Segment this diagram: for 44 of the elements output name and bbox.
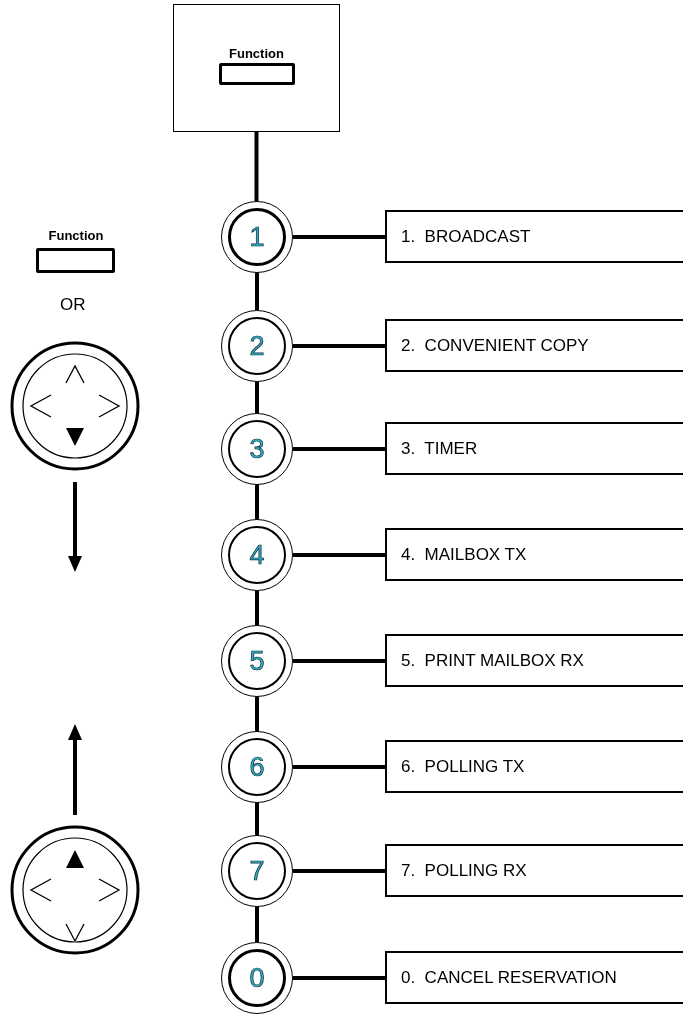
menu-item-box (385, 740, 683, 793)
connector-line (255, 273, 259, 310)
connector-line (293, 869, 385, 873)
menu-item-label: 4. MAILBOX TX (401, 544, 527, 565)
key-number: 1 (249, 222, 265, 252)
menu-item-box (385, 422, 683, 475)
connector-line (255, 697, 259, 731)
connector-line (293, 235, 385, 239)
key-number: 3 (249, 434, 265, 464)
connector-line (293, 659, 385, 663)
connector-line (293, 553, 385, 557)
menu-item-label: 6. POLLING TX (401, 756, 525, 777)
function-key-panel (173, 4, 340, 132)
key-number: 7 (249, 856, 265, 886)
connector-line (293, 344, 385, 348)
menu-item-box (385, 951, 683, 1004)
key-number: 0 (249, 963, 265, 993)
menu-item-box (385, 844, 683, 897)
key-number: 4 (249, 540, 265, 570)
key-number: 2 (249, 331, 265, 361)
menu-item-label: 1. BROADCAST (401, 226, 531, 247)
menu-item-box (385, 634, 683, 687)
key-number: 6 (249, 752, 265, 782)
connector-line (255, 907, 259, 942)
connector-line (293, 976, 385, 980)
menu-item-box (385, 319, 683, 372)
menu-item-label: 3. TIMER (401, 438, 478, 459)
connector-line (255, 591, 259, 625)
connector-line (293, 447, 385, 451)
connector-line (255, 803, 259, 835)
connector-line (293, 765, 385, 769)
menu-item-label: 5. PRINT MAILBOX RX (401, 650, 584, 671)
menu-item-label: 2. CONVENIENT COPY (401, 335, 589, 356)
connector-line (255, 382, 259, 413)
connector-line (254, 132, 259, 201)
key-label: Function (47, 228, 105, 243)
menu-item-box (385, 528, 683, 581)
menu-item-label: 0. CANCEL RESERVATION (401, 967, 617, 988)
connector-line (255, 485, 259, 519)
menu-item-label: 7. POLLING RX (401, 860, 527, 881)
key-number: 5 (249, 646, 265, 676)
menu-item-box (385, 210, 683, 263)
or-label: OR (60, 295, 86, 315)
key-label: Function (229, 46, 284, 61)
